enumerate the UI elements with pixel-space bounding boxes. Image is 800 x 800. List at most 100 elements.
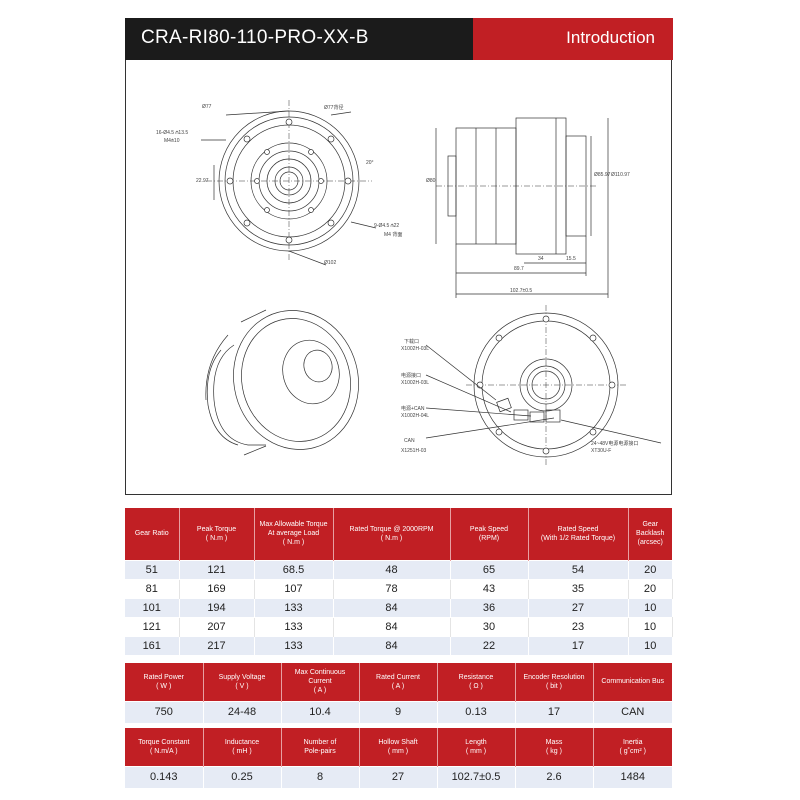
isometric-view [205,309,359,456]
table-cell: 2.6 [515,765,594,788]
dim-label: 89.7 [514,266,524,272]
hole-callout: 16-Ø4.5 ⫛13.5 [156,130,189,136]
connector-label: XT30U-F [591,448,612,454]
col-header: Gear Ratio [125,508,180,560]
table-cell: 217 [179,635,255,655]
table-cell: 8 [281,765,360,788]
table-cell: 20 [628,578,673,598]
connector-label: X1002H-04L [401,413,430,419]
table-cell: 27 [359,765,438,788]
electrical-spec-table: Rated Power( W ) Supply Voltage( V ) Max… [125,663,672,723]
table-cell: 17 [515,700,594,723]
table-cell: 84 [333,635,451,655]
table-header-row: Rated Power( W ) Supply Voltage( V ) Max… [125,663,672,701]
table-cell: 133 [254,635,334,655]
table-cell: 51 [125,559,180,579]
table-cell: 133 [254,597,334,617]
table-cell: 68.5 [254,559,334,579]
col-header: Gear Backlash(arcsec) [628,508,672,560]
table-cell: 30 [450,616,529,636]
col-header: Rated Torque @ 2000RPM( N.m ) [333,508,451,560]
dim-label: Ø77 [202,104,212,110]
table-cell: 102.7±0.5 [437,765,516,788]
connector-label: 电源接口 [401,373,422,379]
col-header: Peak Torque( N.m ) [179,508,255,560]
dim-label: 15.5 [566,256,576,262]
table-cell: 54 [528,559,629,579]
table-cell: 65 [450,559,529,579]
table-cell: 101 [125,597,180,617]
table-cell: CAN [593,700,672,723]
col-header: Mass( kg ) [515,728,594,766]
side-view [435,117,609,298]
connector-label: 电源+CAN [401,406,425,412]
hole-callout: M4 背面 [384,232,403,238]
table-cell: 0.25 [203,765,282,788]
dim-label: Ø80 [426,178,436,184]
connector-label: X1002H-03L [401,346,430,352]
table-cell: 36 [450,597,529,617]
table-cell: 78 [333,578,451,598]
header-section-bar: Introduction [473,18,673,60]
technical-drawing: Ø77 Ø77背径 16-Ø4.5 ⫛13.5 M4⫛10 9-Ø4.5 ⫛22… [125,60,672,495]
table-cell: 84 [333,616,451,636]
hole-callout: 9-Ø4.5 ⫛22 [374,223,400,229]
col-header: Supply Voltage( V ) [203,663,282,701]
table-cell: 1484 [593,765,672,788]
connector-label: X1002H-03L [401,380,430,386]
col-header: Communication Bus [593,663,672,701]
table-cell: 23 [528,616,629,636]
col-header: Encoder Resolution( bit ) [515,663,594,701]
dim-label: 20° [366,160,374,166]
dim-label: 22.97 [196,178,209,184]
hole-callout: M4⫛10 [164,138,180,144]
table-cell: 107 [254,578,334,598]
col-header: Rated Current( A ) [359,663,438,701]
table-cell: 84 [333,597,451,617]
table-cell: 0.143 [125,765,204,788]
header-model-bar: CRA-RI80-110-PRO-XX-B [125,18,473,60]
drawing-svg [201,100,662,465]
table-cell: 10 [628,597,672,617]
connector-label: 24~48V电源电源接口 [591,441,639,447]
table-cell: 121 [125,616,180,636]
section-title: Introduction [566,28,655,47]
col-header: Torque Constant( N.m/A ) [125,728,204,766]
table-cell: 207 [179,616,255,636]
dim-label: Ø110.97 [611,172,630,178]
table-cell: 194 [179,597,255,617]
table-cell: 81 [125,578,180,598]
gear-spec-table: Gear Ratio Peak Torque( N.m ) Max Allowa… [125,508,673,655]
col-header: Inductance( mH ) [203,728,282,766]
col-header: Rated Speed(With 1/2 Rated Torque) [528,508,629,560]
table-cell: 22 [450,635,529,655]
table-header-row: Torque Constant( N.m/A ) Inductance( mH … [125,728,672,766]
connector-label: CAN [404,438,415,444]
connector-label: X1251H-03 [401,448,427,454]
table-cell: 10 [628,616,673,636]
front-view [201,100,377,266]
table-cell: 27 [528,597,629,617]
col-header: Peak Speed(RPM) [450,508,529,560]
mechanical-spec-table: Torque Constant( N.m/A ) Inductance( mH … [125,728,672,788]
table-cell: 121 [179,559,255,579]
dim-label: Ø85.97 [594,172,611,178]
model-title: CRA-RI80-110-PRO-XX-B [141,27,369,48]
col-header: Length( mm ) [437,728,516,766]
table-cell: 0.13 [437,700,516,723]
table-cell: 17 [528,635,629,655]
table-cell: 20 [628,559,672,579]
table-cell: 169 [179,578,255,598]
dim-label: 102.7±0.5 [510,288,533,294]
connector-label: 下载口 [404,339,420,345]
table-cell: 9 [359,700,438,723]
